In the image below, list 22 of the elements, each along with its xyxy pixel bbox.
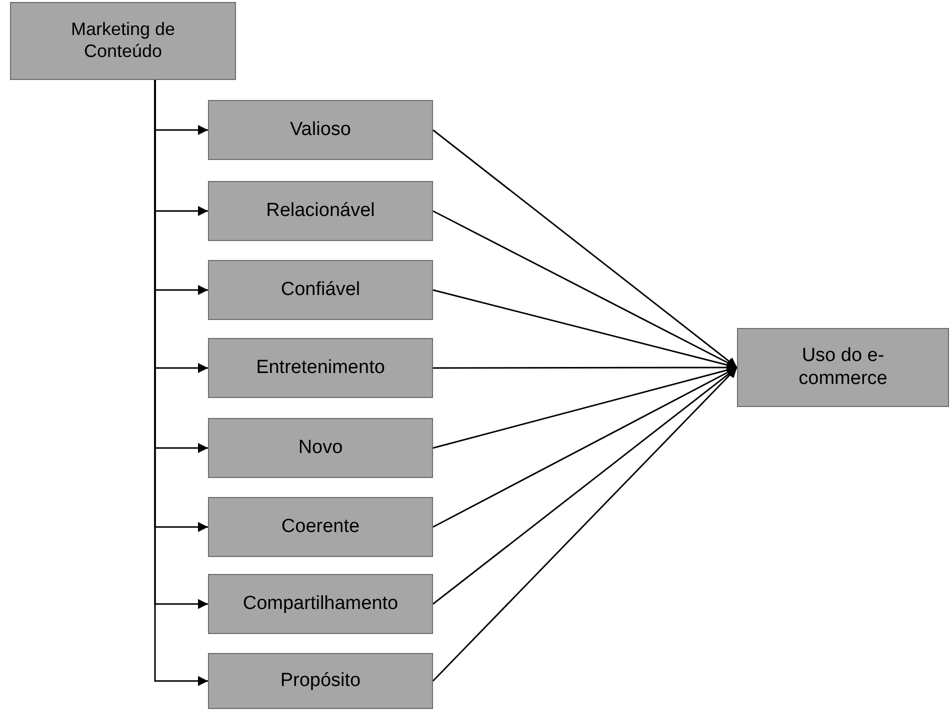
concept-box (208, 338, 433, 398)
box-label: Relacionável (266, 200, 375, 222)
concept-box (208, 181, 433, 241)
arrow (432, 366, 738, 682)
box-label: Propósito (280, 670, 361, 692)
box-label: Confiável (280, 278, 360, 302)
concept-box (10, 2, 236, 80)
box-label: Uso do e-commerce (798, 344, 888, 390)
box-label: Valioso (290, 118, 351, 142)
concept-box (208, 653, 433, 709)
box-label: Marketing de Conteúdo (70, 19, 176, 63)
concept-box (208, 574, 433, 634)
box-label: Entretenimento (256, 356, 385, 380)
box-label: Coerente (281, 516, 360, 538)
concept-box (208, 418, 433, 478)
box-label: Novo (298, 436, 343, 460)
concept-box (208, 260, 433, 320)
concept-box (208, 497, 433, 557)
concept-box (208, 100, 433, 160)
box-label: Compartilhamento (242, 592, 398, 616)
concept-box (737, 328, 949, 407)
arrow (432, 129, 738, 368)
